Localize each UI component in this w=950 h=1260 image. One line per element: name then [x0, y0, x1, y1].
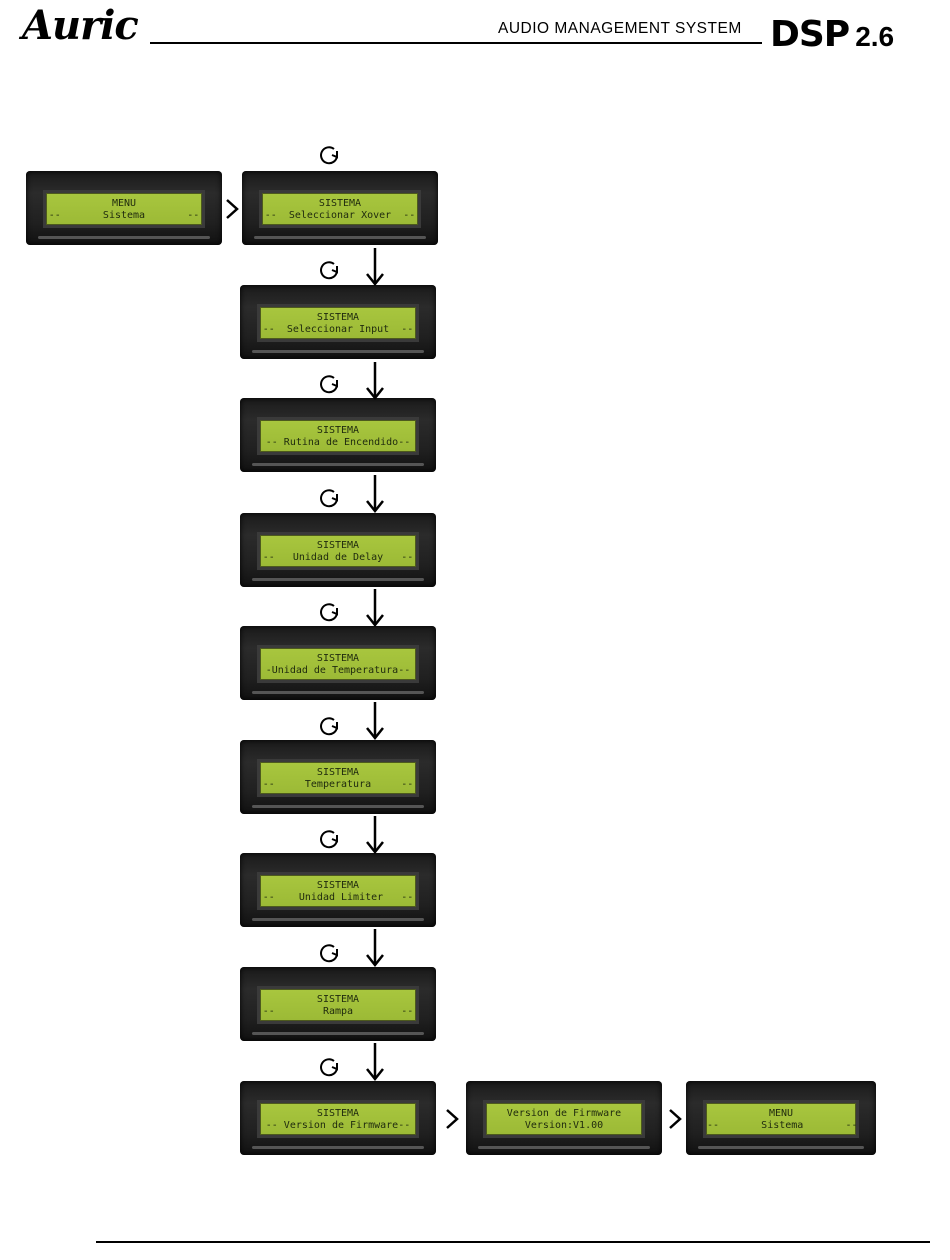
header-rule	[150, 42, 762, 44]
lcd-line-1: SISTEMA	[316, 880, 360, 891]
lcd-screen-rutina-encendido: SISTEMA -- Rutina de Encendido--	[240, 398, 436, 472]
lcd-display: MENU -- Sistema --	[706, 1103, 858, 1135]
lcd-screen-unidad-temperatura: SISTEMA -Unidad de Temperatura--	[240, 626, 436, 700]
lcd-line-2: -- Rutina de Encendido--	[265, 437, 411, 448]
lcd-line-2: -- Seleccionar Xover --	[264, 210, 416, 221]
lcd-line-2: -- Unidad Limiter --	[262, 892, 414, 903]
chevron-right-icon	[446, 1109, 459, 1129]
lcd-screen-seleccionar-xover: SISTEMA -- Seleccionar Xover --	[242, 171, 438, 245]
lcd-display: SISTEMA -- Rampa --	[260, 989, 416, 1021]
lcd-line-1: SISTEMA	[316, 767, 360, 778]
lcd-display: Version de Firmware Version:V1.00	[486, 1103, 642, 1135]
lcd-line-2: -- Version de Firmware--	[265, 1120, 411, 1131]
arrow-down-icon	[366, 702, 384, 740]
arrow-down-icon	[366, 816, 384, 854]
lcd-line-2: -Unidad de Temperatura--	[265, 665, 411, 676]
lcd-line-1: SISTEMA	[316, 1108, 360, 1119]
lcd-screen-unidad-delay: SISTEMA -- Unidad de Delay --	[240, 513, 436, 587]
product-name: DSP	[770, 14, 850, 55]
lcd-line-2: -- Temperatura --	[262, 779, 414, 790]
rotate-clockwise-icon	[320, 944, 338, 963]
lcd-display: SISTEMA -- Unidad Limiter --	[260, 875, 416, 907]
lcd-display: SISTEMA -- Seleccionar Input --	[260, 307, 416, 339]
chevron-right-icon	[669, 1109, 682, 1129]
lcd-line-1: SISTEMA	[316, 540, 360, 551]
lcd-line-1: SISTEMA	[318, 198, 362, 209]
lcd-screen-version-firmware: SISTEMA -- Version de Firmware--	[240, 1081, 436, 1155]
lcd-line-1: MENU	[768, 1108, 794, 1119]
lcd-display: SISTEMA -- Temperatura --	[260, 762, 416, 794]
brand-logo: Auric	[22, 2, 139, 49]
rotate-clockwise-icon	[320, 717, 338, 736]
lcd-screen-seleccionar-input: SISTEMA -- Seleccionar Input --	[240, 285, 436, 359]
lcd-display: SISTEMA -- Unidad de Delay --	[260, 535, 416, 567]
lcd-display: SISTEMA -- Rutina de Encendido--	[260, 420, 416, 452]
chevron-right-icon	[226, 199, 239, 219]
lcd-screen-menu-start: MENU -- Sistema --	[26, 171, 222, 245]
lcd-display: SISTEMA -- Seleccionar Xover --	[262, 193, 418, 225]
lcd-screen-firmware-version-value: Version de Firmware Version:V1.00	[466, 1081, 662, 1155]
arrow-down-icon	[366, 248, 384, 286]
lcd-line-1: SISTEMA	[316, 425, 360, 436]
arrow-down-icon	[366, 362, 384, 400]
header-subtitle: AUDIO MANAGEMENT SYSTEM	[498, 20, 742, 37]
lcd-line-1: SISTEMA	[316, 312, 360, 323]
lcd-line-1: Version de Firmware	[506, 1108, 622, 1119]
lcd-line-2: -- Sistema --	[707, 1120, 858, 1131]
lcd-line-2: -- Rampa --	[262, 1006, 414, 1017]
rotate-clockwise-icon	[320, 603, 338, 622]
arrow-down-icon	[366, 475, 384, 513]
lcd-line-2: -- Seleccionar Input --	[262, 324, 414, 335]
product-version: 2.6	[855, 21, 895, 52]
lcd-line-2: -- Sistema --	[48, 210, 200, 221]
rotate-clockwise-icon	[320, 375, 338, 394]
lcd-display: MENU -- Sistema --	[46, 193, 202, 225]
lcd-screen-menu-end: MENU -- Sistema --	[686, 1081, 876, 1155]
lcd-display: SISTEMA -Unidad de Temperatura--	[260, 648, 416, 680]
footer-rule	[96, 1241, 930, 1243]
arrow-down-icon	[366, 929, 384, 967]
rotate-clockwise-icon	[320, 146, 338, 165]
lcd-screen-unidad-limiter: SISTEMA -- Unidad Limiter --	[240, 853, 436, 927]
arrow-down-icon	[366, 1043, 384, 1081]
lcd-screen-rampa: SISTEMA -- Rampa --	[240, 967, 436, 1041]
lcd-screen-temperatura: SISTEMA -- Temperatura --	[240, 740, 436, 814]
lcd-line-1: SISTEMA	[316, 994, 360, 1005]
lcd-display: SISTEMA -- Version de Firmware--	[260, 1103, 416, 1135]
lcd-line-2: Version:V1.00	[524, 1120, 604, 1131]
rotate-clockwise-icon	[320, 830, 338, 849]
rotate-clockwise-icon	[320, 489, 338, 508]
lcd-line-1: SISTEMA	[316, 653, 360, 664]
rotate-clockwise-icon	[320, 1058, 338, 1077]
lcd-line-1: MENU	[111, 198, 137, 209]
rotate-clockwise-icon	[320, 261, 338, 280]
lcd-line-2: -- Unidad de Delay --	[262, 552, 414, 563]
arrow-down-icon	[366, 589, 384, 627]
